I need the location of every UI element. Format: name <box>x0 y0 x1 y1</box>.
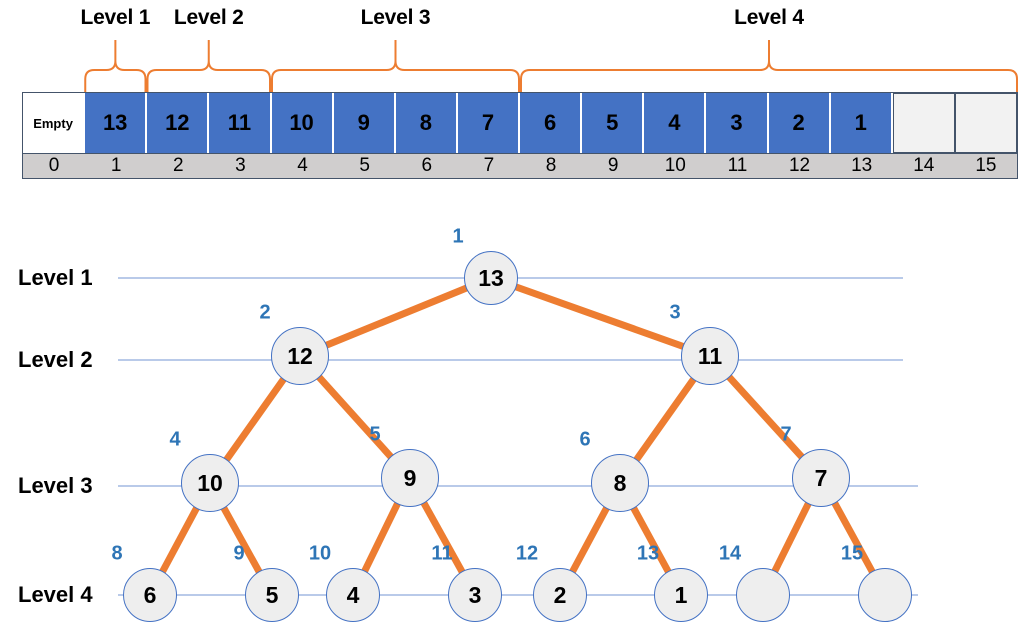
array-cell-12: 2 <box>768 93 831 153</box>
tree-node-4: 10 <box>181 454 239 512</box>
brace-label-2: Level 2 <box>173 6 244 29</box>
array-cell-15 <box>954 93 1017 153</box>
tree-level-label-4: Level 4 <box>18 582 93 607</box>
brace-2 <box>146 40 271 92</box>
tree-level-label-3: Level 3 <box>18 473 93 498</box>
tree-node-index-1: 1 <box>452 225 464 248</box>
array-cell-1: 13 <box>85 93 148 153</box>
brace-svg <box>84 40 1018 92</box>
array-index-5: 5 <box>359 155 370 176</box>
tree-node-index-5: 5 <box>369 423 381 446</box>
array-index-4: 4 <box>297 155 308 176</box>
array-index-11: 11 <box>727 155 748 176</box>
brace-label-4: Level 4 <box>734 6 804 29</box>
array-cell-11: 3 <box>706 93 769 153</box>
array-cell-0: Empty <box>23 93 86 153</box>
tree-node-13: 1 <box>654 568 708 622</box>
array-index-12: 12 <box>788 155 811 176</box>
tree-node-11: 3 <box>448 568 502 622</box>
array-index-13: 13 <box>851 155 873 176</box>
tree-node-index-15: 15 <box>840 542 864 565</box>
tree-node-index-11: 11 <box>431 542 453 565</box>
tree-node-6: 8 <box>591 454 649 512</box>
tree-node-8: 6 <box>123 568 177 622</box>
tree-node-10: 4 <box>326 568 380 622</box>
array-index-1: 1 <box>110 155 122 176</box>
tree-node-index-6: 6 <box>579 428 591 451</box>
brace-1 <box>84 40 147 92</box>
brace-label-1: Level 1 <box>80 6 151 29</box>
array-cell-9: 5 <box>582 93 645 153</box>
tree-node-index-12: 12 <box>515 542 539 565</box>
array-index-8: 8 <box>545 155 557 176</box>
tree-node-2: 12 <box>271 327 329 385</box>
array-cell-8: 6 <box>520 93 583 153</box>
brace-label-3: Level 3 <box>360 6 431 29</box>
tree-node-3: 11 <box>681 327 739 385</box>
array-index-2: 2 <box>173 155 184 176</box>
array-cell-4: 10 <box>271 93 334 153</box>
tree-level-label-2: Level 2 <box>18 347 93 372</box>
tree-edge-1-2 <box>298 274 493 360</box>
brace-4 <box>520 40 1018 92</box>
array-cell-14 <box>892 93 955 153</box>
tree-node-15 <box>858 568 912 622</box>
tree-level-label-1: Level 1 <box>18 265 93 290</box>
tree-node-index-9: 9 <box>233 542 245 565</box>
array-index-0: 0 <box>48 155 60 176</box>
array-index-3: 3 <box>235 155 246 176</box>
tree-node-index-3: 3 <box>669 301 681 324</box>
tree-node-5: 9 <box>381 449 439 507</box>
tree-node-9: 5 <box>245 568 299 622</box>
tree-node-1: 13 <box>464 251 518 305</box>
tree-node-index-7: 7 <box>780 423 792 446</box>
array-index-9: 9 <box>607 155 619 176</box>
tree-edge-1-3 <box>489 274 712 360</box>
array-cell-7: 7 <box>457 93 520 153</box>
tree-node-index-8: 8 <box>111 542 123 565</box>
tree-node-7: 7 <box>792 449 850 507</box>
tree-node-index-13: 13 <box>636 542 660 565</box>
brace-3 <box>271 40 520 92</box>
array-cell-6: 8 <box>395 93 458 153</box>
array-index-14: 14 <box>913 155 935 176</box>
array-index-10: 10 <box>664 155 686 176</box>
array-cell-2: 12 <box>147 93 210 153</box>
array-index-6: 6 <box>421 155 433 176</box>
tree-node-index-2: 2 <box>259 301 271 324</box>
tree-node-index-10: 10 <box>308 542 332 565</box>
tree-node-index-4: 4 <box>169 428 181 451</box>
array-cell-10: 4 <box>644 93 707 153</box>
tree-node-14 <box>736 568 790 622</box>
tree-node-index-14: 14 <box>718 542 742 565</box>
array-cell-13: 1 <box>830 93 893 153</box>
tree-node-12: 2 <box>533 568 587 622</box>
array-index-7: 7 <box>483 155 495 176</box>
array-cell-5: 9 <box>333 93 396 153</box>
array-cell-3: 11 <box>209 93 272 153</box>
array-index-15: 15 <box>975 155 997 176</box>
